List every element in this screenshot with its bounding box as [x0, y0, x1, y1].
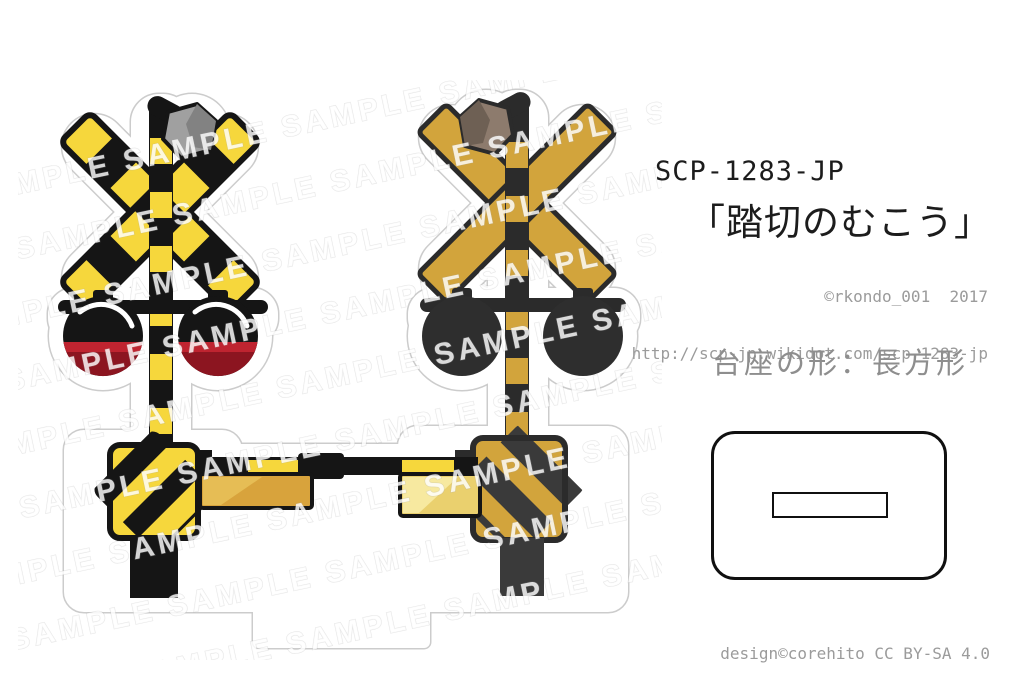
base-diagram: [711, 431, 947, 580]
base-slot: [772, 492, 888, 518]
credit-block: ©rkondo_001 2017 http://scp-jp.wikidot.c…: [632, 249, 988, 401]
right-gate-post: [500, 538, 544, 596]
credit-author: ©rkondo_001 2017: [824, 287, 988, 306]
right-light-b: [543, 296, 623, 376]
left-warning-lights: [58, 290, 268, 377]
license-text: design©corehito CC BY-SA 4.0: [720, 644, 990, 663]
left-light-a: [63, 296, 143, 377]
left-pole: [147, 96, 184, 460]
crossing-barrier: [196, 453, 482, 518]
right-warning-lights: [420, 288, 626, 376]
left-light-b: [178, 296, 258, 377]
right-light-a: [422, 296, 502, 376]
acrylic-stand-illustration: SAMPLE SAMPLE SAMPLE SAMPLE SAMPLE SAMPL…: [18, 80, 662, 660]
right-bell-icon: [458, 98, 515, 156]
left-bell-icon: [161, 102, 218, 160]
credit-url: http://scp-jp.wikidot.com/scp-1283-jp: [631, 344, 988, 363]
barrier-plate-left: [198, 472, 314, 510]
base-shape-label: 台座の形：長方形: [712, 346, 969, 380]
barrier-plate-right: [398, 472, 482, 518]
item-id: SCP-1283-JP: [655, 156, 845, 187]
left-gate-post: [130, 536, 178, 598]
page-title: 「踏切のむこう」: [688, 201, 992, 244]
